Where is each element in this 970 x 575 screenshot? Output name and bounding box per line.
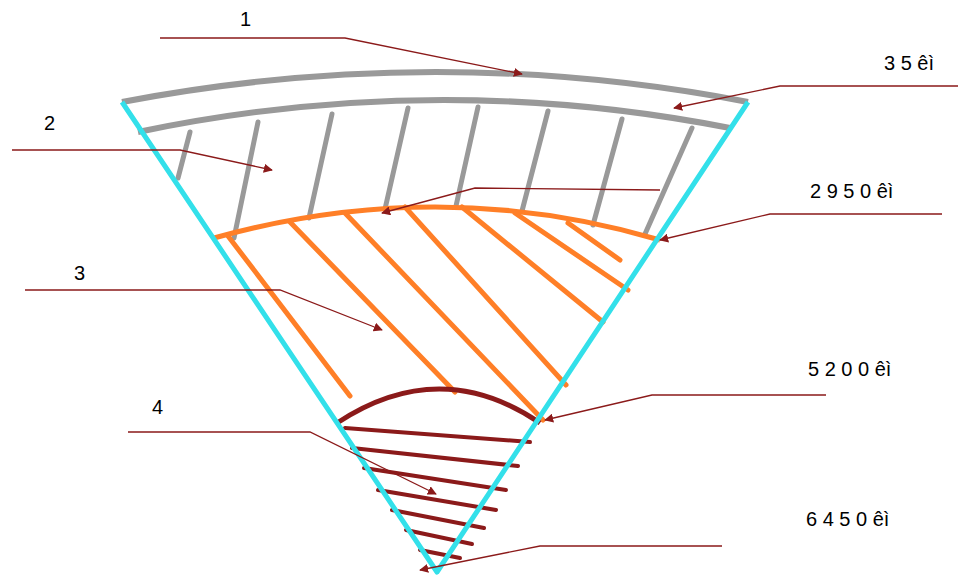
callout-number: 2 <box>44 112 55 134</box>
layer-2-hatch <box>178 107 692 238</box>
depth-label: 3 5 êì <box>884 52 934 74</box>
callout-number: 4 <box>152 396 163 418</box>
outer-core-base-arc <box>337 389 540 423</box>
mantle-base-arc <box>214 207 660 240</box>
crust-base-arc <box>138 100 730 132</box>
depth-label: 5 2 0 0 êì <box>808 358 891 380</box>
depth-label: 6 4 5 0 êì <box>806 508 889 530</box>
leader-lines <box>12 38 958 570</box>
layer-4-hatch <box>345 428 530 558</box>
sector-sides <box>122 102 748 572</box>
callout-number: 1 <box>240 8 251 30</box>
depth-label: 2 9 5 0 êì <box>810 180 893 202</box>
callout-number: 3 <box>74 262 85 284</box>
